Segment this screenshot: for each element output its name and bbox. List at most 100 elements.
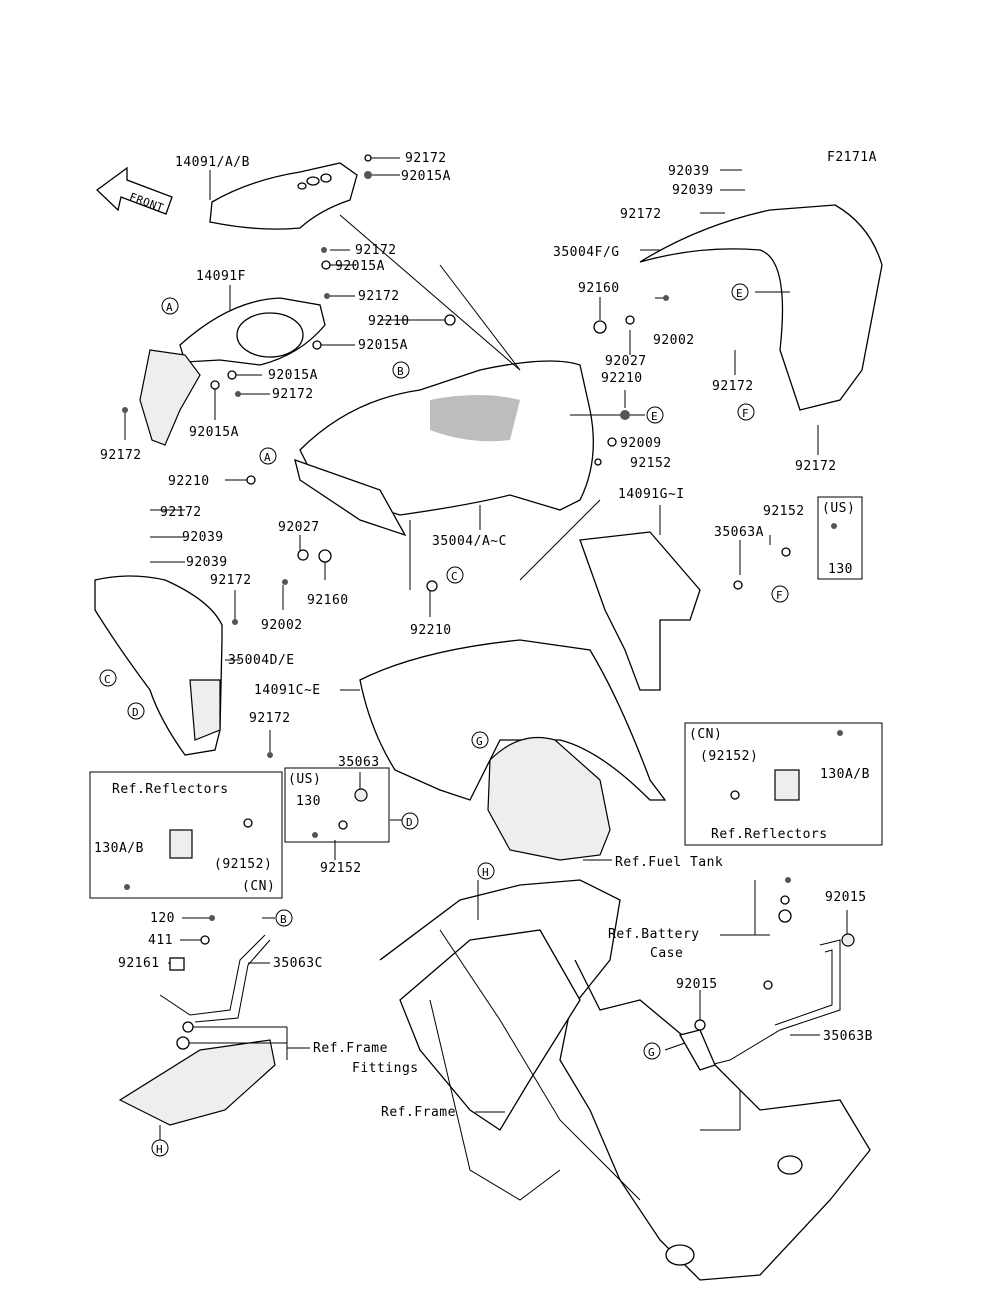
hardware-fasteners: [122, 154, 855, 1050]
reflectors-box-left: [89, 771, 283, 899]
svg-text:H: H: [482, 866, 489, 879]
label-130ab-right: 130A/B: [820, 767, 870, 782]
label-35063c: 35063C: [273, 956, 323, 971]
label-92160: 92160: [578, 281, 620, 296]
label-92027: 92027: [605, 354, 647, 369]
us-130-box-top: [817, 496, 863, 580]
marker-b-1: B: [392, 361, 410, 379]
label-us-top: (US): [822, 501, 855, 516]
label-92039: 92039: [672, 183, 714, 198]
label-92160: 92160: [307, 593, 349, 608]
figure-code: F2171A: [827, 150, 877, 165]
svg-text:F: F: [742, 407, 749, 420]
leader-lines: [124, 157, 848, 1140]
fairing-35004fg-shape: [639, 204, 883, 411]
label-35004ac: 35004/A~C: [432, 534, 507, 549]
marker-c-1: C: [446, 566, 464, 584]
label-35004de: 35004D/E: [228, 653, 295, 668]
label-92002: 92002: [653, 333, 695, 348]
frame-fittings-shape: [118, 1039, 276, 1126]
label-35063a: 35063A: [714, 525, 764, 540]
fuel-tank-shape: [487, 736, 611, 861]
label-92210: 92210: [368, 314, 410, 329]
label-92152: 92152: [320, 861, 362, 876]
label-ref-frame-fittings-2: Fittings: [352, 1061, 419, 1076]
svg-text:C: C: [451, 570, 458, 583]
label-ref-reflectors-left: Ref.Reflectors: [112, 782, 229, 797]
marker-a-1: A: [161, 297, 179, 315]
label-92172: 92172: [210, 573, 252, 588]
marker-g-2: G: [643, 1042, 661, 1060]
svg-text:G: G: [648, 1046, 655, 1059]
label-92039: 92039: [668, 164, 710, 179]
svg-text:H: H: [156, 1143, 163, 1156]
marker-e-1: E: [731, 283, 749, 301]
label-92039: 92039: [182, 530, 224, 545]
label-92015a: 92015A: [335, 259, 385, 274]
label-14091ce: 14091C~E: [254, 683, 321, 698]
label-92172: 92172: [405, 151, 447, 166]
us-130-box-mid: [284, 767, 390, 843]
label-92152p-left: (92152): [214, 857, 272, 872]
label-130-top: 130: [828, 562, 853, 577]
label-ref-battery-2: Case: [650, 946, 683, 961]
marker-d-1: D: [127, 702, 145, 720]
marker-d-2: D: [401, 812, 419, 830]
label-130-mid: 130: [296, 794, 321, 809]
cover-14091ce-shape: [359, 639, 667, 801]
label-92210: 92210: [410, 623, 452, 638]
label-92015: 92015: [676, 977, 718, 992]
label-92172: 92172: [620, 207, 662, 222]
label-cn-right: (CN): [689, 727, 722, 742]
svg-text:A: A: [166, 301, 173, 314]
svg-text:B: B: [280, 913, 287, 926]
marker-f-2: F: [771, 585, 789, 603]
label-92015a: 92015A: [268, 368, 318, 383]
marker-c-2: C: [99, 669, 117, 687]
label-130ab-left: 130A/B: [94, 841, 144, 856]
svg-text:B: B: [397, 365, 404, 378]
part-labels: 14091/A/B 92172 92015A 92172 92015A 1409…: [94, 151, 873, 1120]
label-92002: 92002: [261, 618, 303, 633]
label-92039: 92039: [186, 555, 228, 570]
label-us-mid: (US): [288, 772, 321, 787]
marker-h-1: H: [477, 862, 495, 880]
fairing-35004de-shape: [94, 575, 223, 756]
label-ref-battery-1: Ref.Battery: [608, 927, 700, 942]
label-ref-frame: Ref.Frame: [381, 1105, 456, 1120]
tank-cover-35004ac-shape: [294, 360, 594, 537]
label-92152: 92152: [630, 456, 672, 471]
label-120: 120: [150, 911, 175, 926]
front-arrow-icon: FRONT: [95, 166, 173, 215]
label-14091f: 14091F: [196, 269, 246, 284]
label-92015a: 92015A: [401, 169, 451, 184]
label-92015a: 92015A: [358, 338, 408, 353]
label-92172: 92172: [795, 459, 837, 474]
svg-text:G: G: [476, 735, 483, 748]
label-92172: 92172: [100, 448, 142, 463]
label-92172: 92172: [272, 387, 314, 402]
label-92015a: 92015A: [189, 425, 239, 440]
label-35063b: 35063B: [823, 1029, 873, 1044]
label-92210: 92210: [168, 474, 210, 489]
bracket-35063b-shape: [679, 939, 841, 1071]
label-35004fg: 35004F/G: [553, 245, 620, 260]
svg-text:D: D: [132, 706, 139, 719]
label-cn-left: (CN): [242, 879, 275, 894]
label-92172: 92172: [249, 711, 291, 726]
label-92172: 92172: [355, 243, 397, 258]
label-92172: 92172: [160, 505, 202, 520]
svg-text:F: F: [776, 589, 783, 602]
label-92009: 92009: [620, 436, 662, 451]
main-frame-shape: [379, 879, 871, 1281]
label-ref-frame-fittings-1: Ref.Frame: [313, 1041, 388, 1056]
label-14091ab: 14091/A/B: [175, 155, 250, 170]
bracket-35063c-shape: [159, 934, 271, 1023]
marker-a-2: A: [259, 447, 277, 465]
svg-text:A: A: [264, 451, 271, 464]
marker-b-2: B: [275, 909, 293, 927]
label-92210: 92210: [601, 371, 643, 386]
label-92172: 92172: [712, 379, 754, 394]
